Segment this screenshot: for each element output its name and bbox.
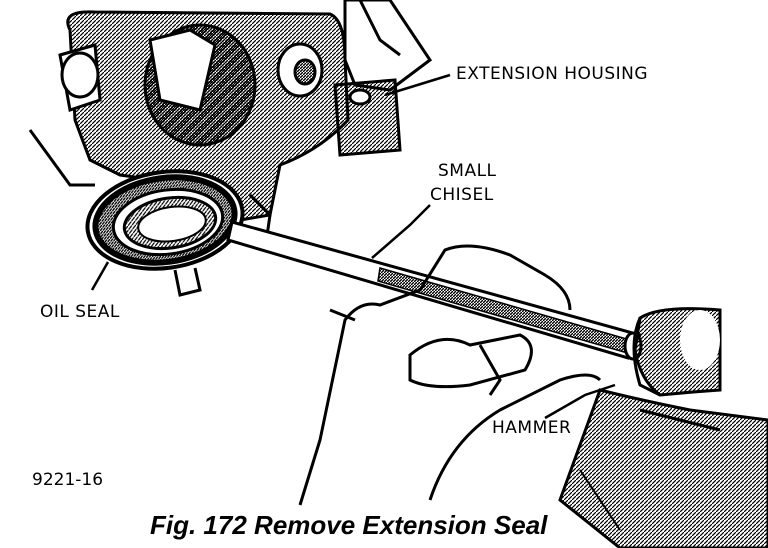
- label-hammer: HAMMER: [492, 418, 572, 438]
- leader-hammer: [544, 383, 616, 420]
- label-extension-housing: EXTENSION HOUSING: [456, 64, 649, 84]
- hand: [298, 244, 602, 506]
- hammer: [558, 307, 768, 548]
- leader-small-chisel: [371, 204, 431, 259]
- extension-housing-body: [28, 10, 350, 297]
- leader-lines: [90, 73, 616, 420]
- oil-seal: [85, 169, 245, 271]
- housing-bracket: [333, 0, 433, 157]
- leader-extension-housing: [384, 73, 451, 97]
- label-small-chisel-line2: CHISEL: [430, 185, 494, 205]
- figure-caption: Fig. 172 Remove Extension Seal: [150, 510, 548, 540]
- small-chisel: [226, 220, 643, 361]
- figure-code: 9221-16: [32, 470, 104, 490]
- leader-oil-seal: [90, 261, 110, 291]
- label-small-chisel-line1: SMALL: [438, 161, 497, 181]
- label-oil-seal: OIL SEAL: [40, 302, 120, 322]
